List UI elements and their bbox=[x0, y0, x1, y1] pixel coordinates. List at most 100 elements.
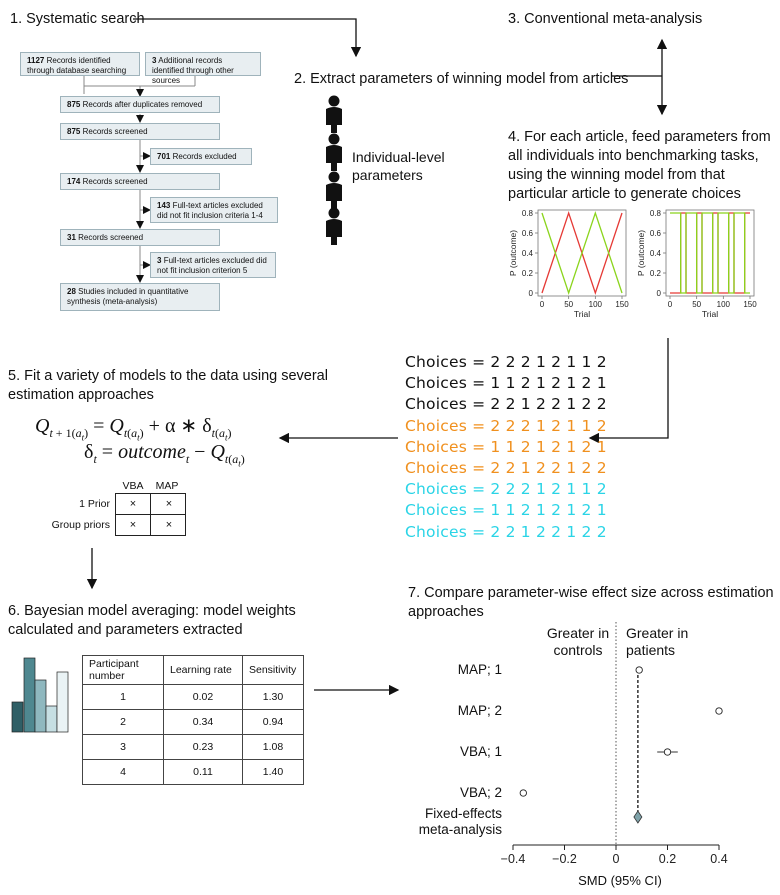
forest-row-label: MAP; 2 bbox=[457, 703, 502, 718]
x-tick-label: 100 bbox=[589, 300, 603, 309]
x-tick-label: 50 bbox=[564, 300, 573, 309]
est-cell-mark: × bbox=[129, 519, 137, 531]
prisma-box-screened-875: 875 Records screened bbox=[60, 123, 220, 140]
mini-plot-frame bbox=[665, 209, 755, 297]
y-tick-label: 0.6 bbox=[650, 229, 662, 238]
forest-row-label: MAP; 1 bbox=[457, 662, 502, 677]
q-update-equation: Qt + 1(at) = Qt(at) + α ∗ δt(at) bbox=[35, 415, 232, 443]
y-tick-label: 0 bbox=[657, 289, 662, 298]
mini-y-label: P (outcome) bbox=[636, 230, 646, 276]
cell-learning-rate: 0.23 bbox=[163, 734, 243, 760]
prisma-box-excluded-3: 3 Full-text articles excluded did not fi… bbox=[150, 252, 276, 278]
x-tick-label: 0 bbox=[613, 852, 620, 866]
est-grid bbox=[115, 493, 186, 536]
cell-participant: 4 bbox=[82, 759, 164, 785]
series-line bbox=[670, 212, 750, 294]
model-weights-bars-icon bbox=[11, 657, 69, 733]
x-tick-label: −0.2 bbox=[552, 852, 577, 866]
step-1-label: 1. Systematic search bbox=[10, 11, 145, 27]
person-icons bbox=[326, 95, 342, 245]
step-3-label: 3. Conventional meta-analysis bbox=[508, 11, 703, 27]
effect-point bbox=[519, 789, 527, 797]
cell-learning-rate: 0.02 bbox=[163, 684, 243, 710]
forest-x-axis-label: SMD (95% CI) bbox=[578, 873, 662, 888]
cell-sensitivity: 1.30 bbox=[242, 684, 304, 710]
step-6-label: 6. Bayesian model averaging: model weigh… bbox=[8, 603, 296, 638]
prisma-box-identified-other: 3 Additional records identified through … bbox=[145, 52, 261, 85]
x-tick-label: −0.4 bbox=[501, 852, 526, 866]
choices-line: Choices = 2 2 1 2 2 1 2 2 bbox=[405, 459, 607, 477]
y-tick-label: 0.8 bbox=[650, 209, 662, 218]
prisma-box-included-28: 28 Studies included in quantitative synt… bbox=[60, 283, 220, 311]
est-row-1-prior: 1 Prior bbox=[79, 498, 110, 510]
effect-point bbox=[635, 666, 643, 674]
forest-right-header: Greater in patients bbox=[626, 625, 689, 658]
step-4-label: 4. For each article, feed parameters fro… bbox=[508, 129, 771, 202]
choices-line: Choices = 1 1 2 1 2 1 2 1 bbox=[405, 437, 607, 456]
cell-sensitivity: 1.40 bbox=[242, 759, 304, 785]
y-tick-label: 0.4 bbox=[650, 249, 662, 258]
choices-line: Choices = 1 1 2 1 2 1 2 1 bbox=[405, 501, 607, 520]
choices-line: Choices = 1 1 2 1 2 1 2 1 bbox=[405, 374, 607, 393]
prisma-box-screened-174: 174 Records screened bbox=[60, 173, 220, 190]
col-learning-rate: Learning rate bbox=[163, 655, 243, 685]
est-row-group-priors: Group priors bbox=[51, 519, 110, 531]
cell-learning-rate: 0.34 bbox=[163, 709, 243, 735]
y-tick-label: 0.8 bbox=[522, 209, 534, 218]
est-cell-mark: × bbox=[165, 519, 173, 531]
mini-y-label: P (outcome) bbox=[508, 230, 518, 276]
est-col-vba: VBA bbox=[122, 480, 144, 492]
person-icon bbox=[326, 95, 342, 133]
prisma-box-excluded-143: 143 Full-text articles excluded did not … bbox=[150, 197, 278, 223]
forest-row-label: VBA; 2 bbox=[459, 785, 502, 800]
person-icon bbox=[326, 207, 342, 245]
parameter-table-header-row: Participant number Learning rate Sensiti… bbox=[82, 655, 304, 685]
est-cell-mark: × bbox=[129, 498, 137, 510]
est-col-map: MAP bbox=[155, 480, 179, 492]
choices-line: Choices = 2 2 2 1 2 1 1 2 bbox=[405, 480, 607, 499]
y-tick-label: 0 bbox=[529, 289, 534, 298]
prediction-error-equation: δt = outcomet − Qt(at) bbox=[84, 441, 245, 469]
pooled-diamond bbox=[633, 810, 643, 824]
col-participant: Participant number bbox=[82, 655, 164, 685]
effect-point bbox=[663, 748, 672, 756]
prisma-box-after-duplicates: 875 Records after duplicates removed bbox=[60, 96, 220, 113]
series-line bbox=[541, 210, 623, 296]
step-2-label: 2. Extract parameters of winning model f… bbox=[294, 71, 629, 87]
individual-parameters-label: Individual-level parameters bbox=[352, 149, 445, 183]
x-tick-label: 150 bbox=[743, 300, 757, 309]
y-tick-label: 0.4 bbox=[522, 249, 534, 258]
y-tick-label: 0.2 bbox=[650, 269, 662, 278]
x-tick-label: 0 bbox=[668, 300, 673, 309]
cell-sensitivity: 0.94 bbox=[242, 709, 304, 735]
person-icon bbox=[326, 133, 342, 171]
cell-participant: 1 bbox=[82, 684, 164, 710]
step-5-label: 5. Fit a variety of models to the data u… bbox=[8, 368, 328, 403]
prisma-box-identified-database: 1127 Records identified through database… bbox=[20, 52, 140, 76]
x-tick-label: 50 bbox=[692, 300, 701, 309]
parameter-table: Participant number Learning rate Sensiti… bbox=[82, 655, 304, 785]
effect-point bbox=[715, 707, 723, 715]
cell-learning-rate: 0.11 bbox=[163, 759, 243, 785]
x-tick-label: 0 bbox=[540, 300, 545, 309]
mini-x-label: Trial bbox=[702, 309, 718, 319]
cell-sensitivity: 1.08 bbox=[242, 734, 304, 760]
choices-line: Choices = 2 2 1 2 2 1 2 2 bbox=[405, 522, 607, 541]
step-7-label: 7. Compare parameter-wise effect size ac… bbox=[408, 585, 774, 620]
y-tick-label: 0.2 bbox=[522, 269, 534, 278]
x-tick-label: 100 bbox=[717, 300, 731, 309]
x-tick-label: 0.4 bbox=[710, 852, 727, 866]
forest-row-label: VBA; 1 bbox=[459, 744, 502, 759]
forest-left-header: Greater in controls bbox=[546, 625, 610, 658]
choices-line: Choices = 2 2 1 2 2 1 2 2 bbox=[405, 395, 607, 414]
fixed-effects-label: Fixed-effects meta-analysis bbox=[418, 806, 502, 837]
